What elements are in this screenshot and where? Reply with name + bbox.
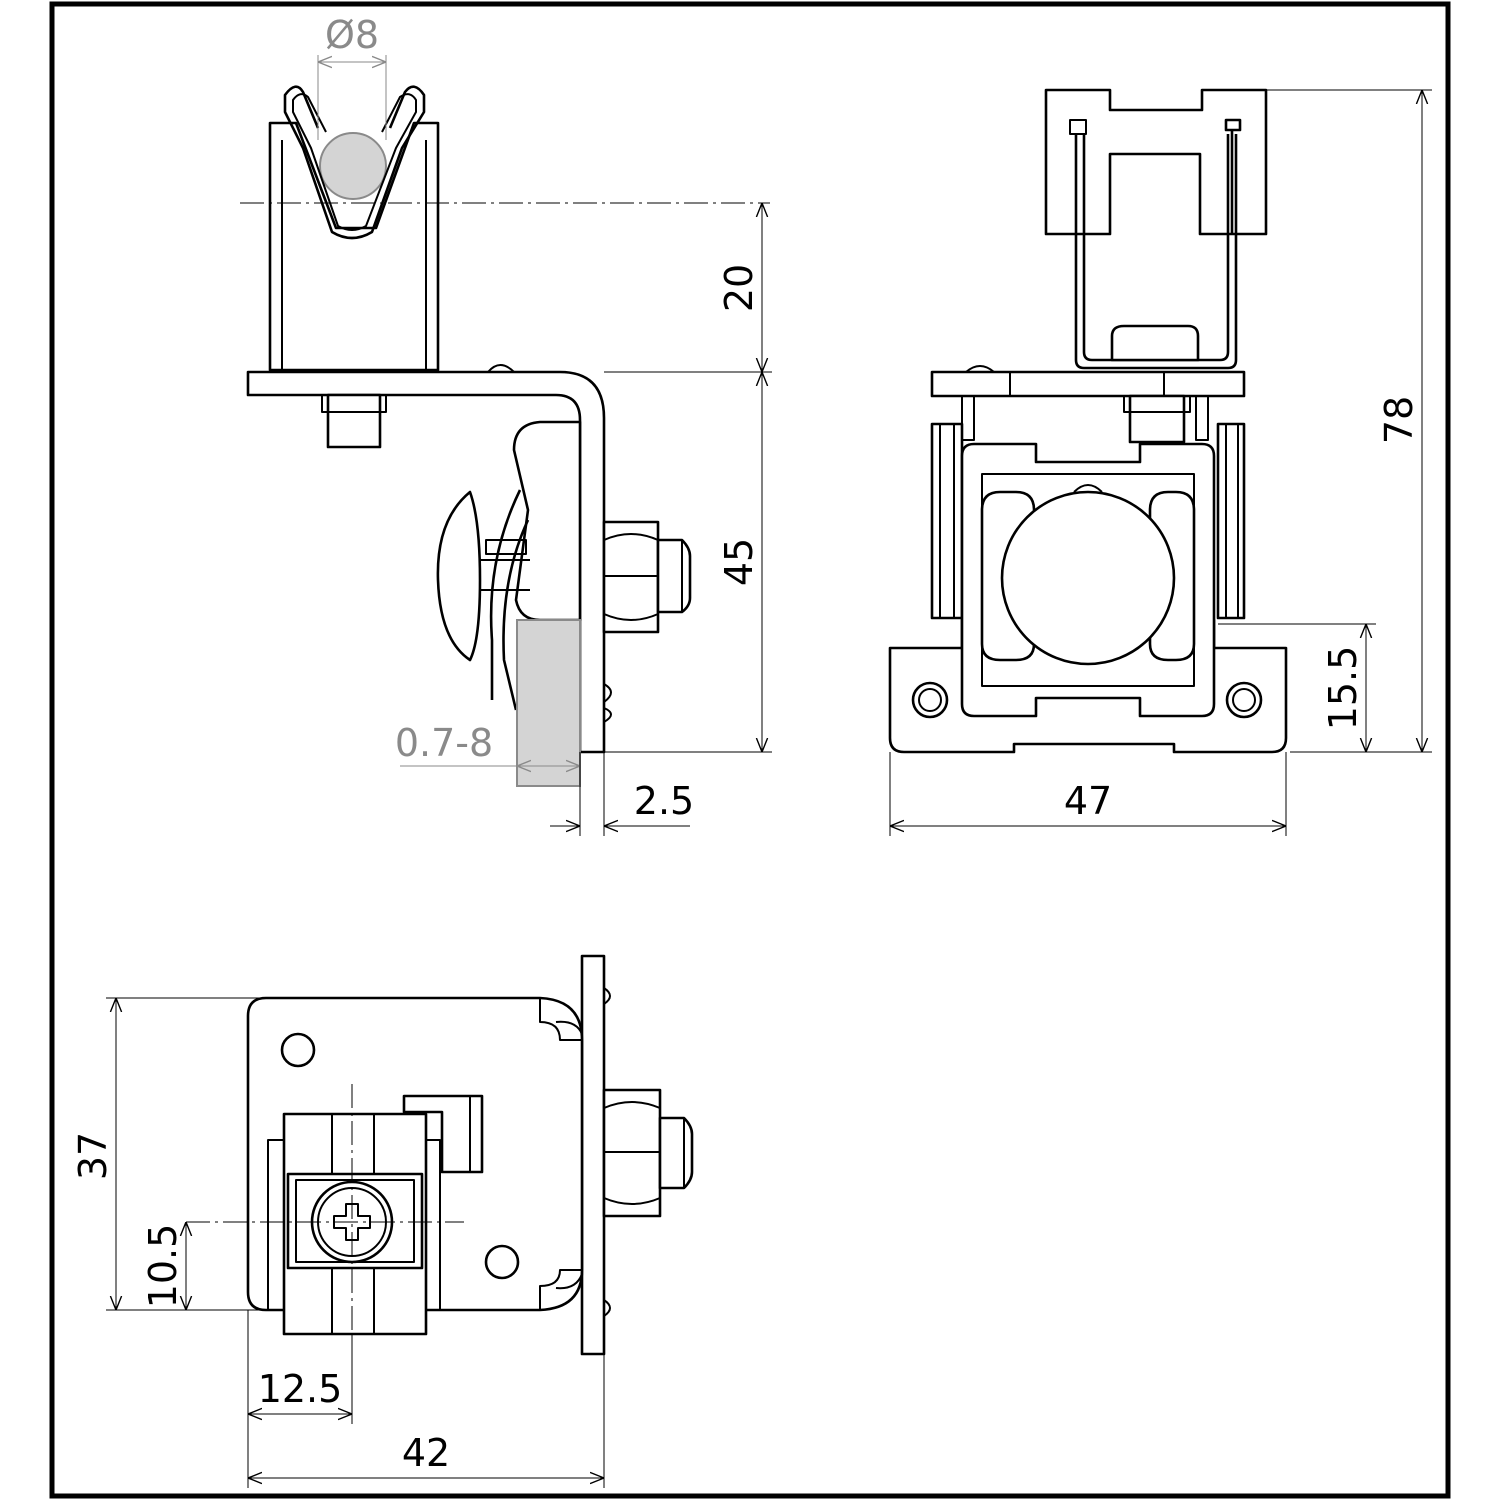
dim-total-width: 42 — [402, 1431, 450, 1475]
dim-height-top: 20 — [717, 264, 761, 312]
top-hole-upper — [280, 1032, 316, 1068]
top-plate-edge — [580, 954, 606, 1356]
dim-depth: 37 — [71, 1132, 115, 1180]
dim-height-main: 45 — [717, 538, 761, 586]
front-top-screw — [1110, 324, 1200, 362]
front-base-plate — [930, 370, 1246, 398]
drawing-frame — [49, 1, 1451, 1499]
top-hole-lower — [484, 1244, 520, 1280]
front-nut-face — [1000, 490, 1176, 666]
dim-base-width: 47 — [1064, 779, 1112, 823]
spring-clip — [283, 85, 426, 240]
side-housing — [268, 121, 440, 372]
side-view: Ø8 20 45 0.7-8 2.5 — [240, 13, 772, 836]
dim-total-height: 78 — [1377, 396, 1421, 444]
clamped-sheet — [516, 619, 581, 787]
front-view: 78 15.5 47 — [888, 88, 1432, 836]
dim-center-offset-x: 12.5 — [258, 1367, 343, 1411]
conductor-round — [319, 132, 387, 200]
dim-base-height: 15.5 — [1321, 646, 1365, 731]
dim-diameter: Ø8 — [325, 13, 379, 57]
top-view: 37 10.5 12.5 42 — [71, 954, 694, 1488]
dim-thickness-range: 0.7-8 — [395, 721, 493, 765]
front-mount-hole-left — [911, 681, 949, 719]
front-mount-hole-right — [1225, 681, 1263, 719]
front-spring-head — [1044, 88, 1268, 236]
dim-offset: 2.5 — [634, 779, 694, 823]
clamp-washer — [436, 490, 482, 662]
dim-center-offset-y: 10.5 — [141, 1224, 185, 1309]
plate-screw — [326, 393, 382, 449]
side-bolt — [656, 538, 692, 614]
